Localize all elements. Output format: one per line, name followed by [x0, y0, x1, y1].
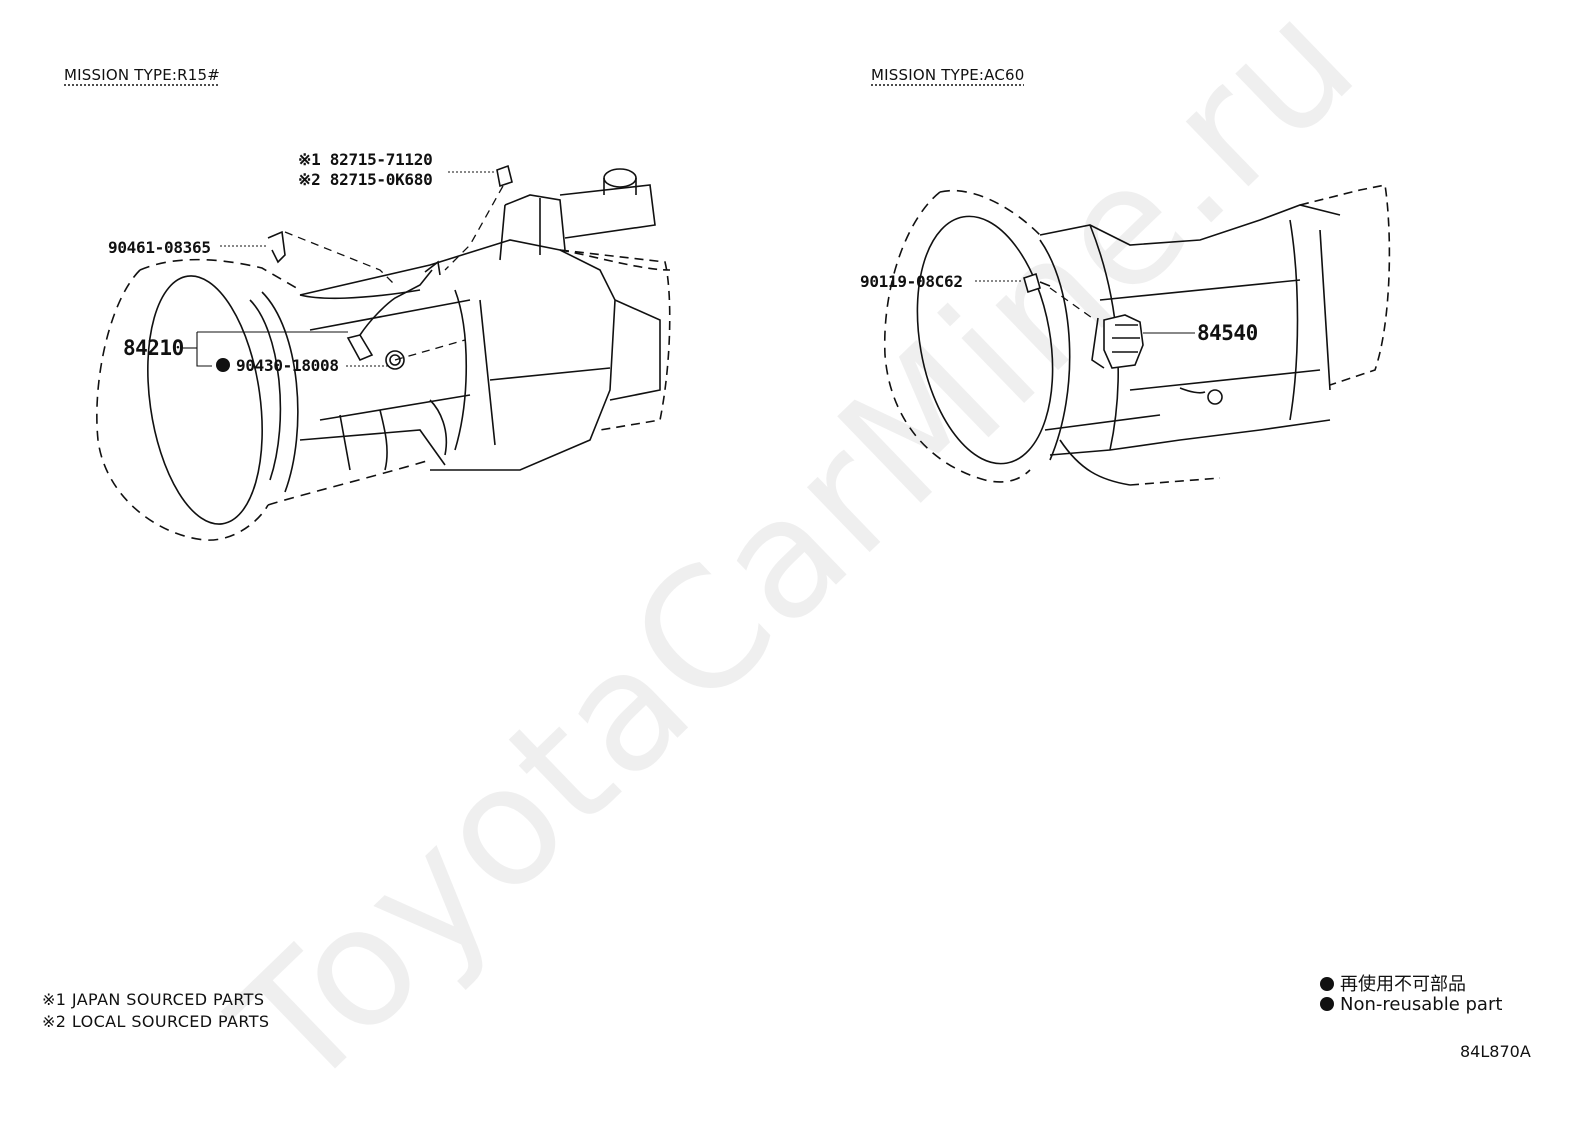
ac60-callout-sensor[interactable]: 84540	[1197, 321, 1258, 345]
r15-leader-lines	[183, 171, 496, 367]
r15-callout-clip[interactable]: 90461-08365	[108, 238, 211, 257]
legend-dot-icon	[1320, 997, 1334, 1011]
legend-dot-icon	[1320, 977, 1334, 991]
ac60-leader-lines	[975, 280, 1195, 334]
ac60-transmission-drawing	[883, 184, 1391, 486]
transmission-line-art	[96, 164, 1391, 541]
r15-callout-sensor[interactable]: 84210	[123, 336, 184, 360]
r15-transmission-drawing	[96, 164, 671, 541]
ac60-callout-bolt[interactable]: 90119-08C62	[860, 272, 963, 291]
r15-callout-local-clamp[interactable]: ※2 82715-0K680	[298, 170, 433, 189]
r15-callout-gasket[interactable]: 90430-18008	[216, 356, 339, 375]
legend-japanese: 再使用不可部品	[1320, 970, 1466, 996]
non-reusable-marker-icon	[216, 358, 230, 372]
figure-code: 84L870A	[1460, 1042, 1531, 1061]
r15-callout-japan-clamp[interactable]: ※1 82715-71120	[298, 150, 433, 169]
ac60-section-title: MISSION TYPE:AC60	[871, 66, 1025, 84]
footnote-japan-sourced: ※1 JAPAN SOURCED PARTS	[42, 990, 265, 1009]
legend-english: Non-reusable part	[1320, 994, 1502, 1015]
footnote-local-sourced: ※2 LOCAL SOURCED PARTS	[42, 1012, 270, 1031]
r15-section-title: MISSION TYPE:R15#	[64, 66, 221, 84]
